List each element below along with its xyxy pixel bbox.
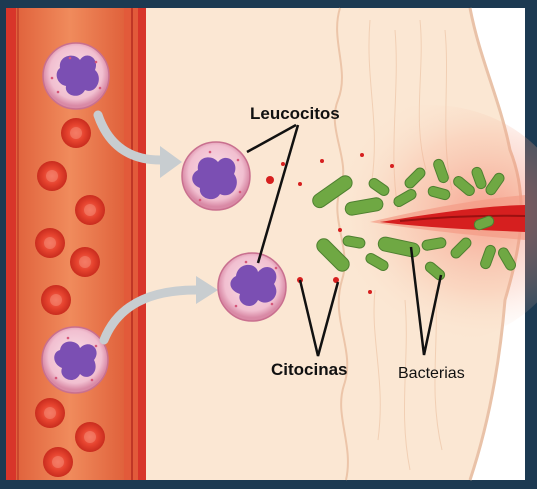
cytokine-dot xyxy=(281,162,285,166)
red-blood-cell xyxy=(35,398,65,428)
label-cytokines: Citocinas xyxy=(271,361,348,378)
label-leukocytes: Leucocitos xyxy=(250,105,340,122)
cytokine-dot xyxy=(320,159,324,163)
leukocyte-in-vessel-bottom xyxy=(42,327,108,393)
leukocyte-in-tissue-top xyxy=(182,142,250,210)
red-blood-cell xyxy=(35,228,65,258)
cytokine-dot xyxy=(360,153,364,157)
red-blood-cell xyxy=(61,118,91,148)
red-blood-cell xyxy=(75,422,105,452)
red-blood-cell xyxy=(43,447,73,477)
leukocyte-in-vessel-top xyxy=(43,43,109,109)
leukocyte-in-tissue-bottom xyxy=(218,253,286,321)
cytokine-dot xyxy=(266,176,274,184)
cytokine-dot xyxy=(390,164,394,168)
cytokine-dot xyxy=(368,290,372,294)
cytokine-dot xyxy=(338,228,342,232)
red-blood-cell xyxy=(37,161,67,191)
cytokine-dot xyxy=(298,182,302,186)
red-blood-cell xyxy=(41,285,71,315)
red-blood-cell xyxy=(75,195,105,225)
red-blood-cell xyxy=(70,247,100,277)
label-bacteria: Bacterias xyxy=(398,366,465,382)
